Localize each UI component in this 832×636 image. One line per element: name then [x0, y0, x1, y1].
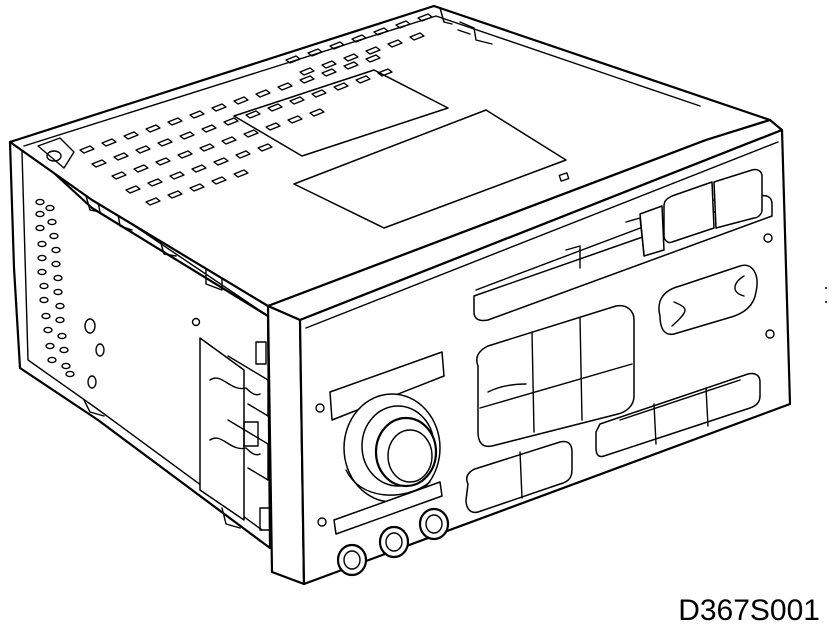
vent-slot [211, 176, 227, 185]
vent-slot [125, 185, 141, 194]
vent-slot [179, 131, 195, 140]
vent-slot [221, 136, 237, 145]
vent-slot [365, 46, 381, 55]
vent-slot [355, 75, 371, 84]
center-button-cluster [476, 304, 635, 448]
vent-slot [409, 32, 425, 41]
vent-slot [311, 89, 327, 98]
vent-slot [223, 117, 239, 126]
vent-slot [309, 108, 325, 117]
connector-bracket [199, 337, 271, 531]
vent-slot [307, 48, 323, 57]
vent-slot [233, 96, 249, 105]
vent-slot [113, 152, 129, 161]
vent-slot [377, 68, 393, 77]
vent-slot [155, 157, 171, 166]
vent-slot [177, 150, 193, 159]
volume-knob [343, 393, 441, 503]
vent-slot [133, 164, 149, 173]
vent-slot [233, 169, 249, 178]
vent-slot [147, 178, 163, 187]
vent-slot [169, 171, 185, 180]
vent-slot [255, 89, 271, 98]
vent-slot [111, 171, 127, 180]
vent-slot [299, 75, 315, 84]
vent-slot [321, 68, 337, 77]
vent-slot [333, 82, 349, 91]
vent-slot [285, 55, 301, 64]
vent-holes [35, 198, 75, 378]
vent-slot [299, 67, 315, 76]
vent-slot [201, 124, 217, 133]
chassis-side-panel [8, 138, 272, 550]
vent-slot [265, 122, 281, 131]
vent-slot [167, 117, 183, 126]
vent-slot [211, 103, 227, 112]
chassis-top-cover [8, 4, 772, 308]
arc-buttons [658, 264, 758, 336]
vent-slot [189, 110, 205, 119]
vent-slot [329, 41, 345, 50]
vent-slot [321, 60, 337, 69]
vent-slot [157, 138, 173, 147]
top-right-buttons [663, 168, 763, 244]
vent-slot [167, 190, 183, 199]
vent-slot [245, 110, 261, 119]
vent-slot [135, 145, 151, 154]
vent-slot [277, 82, 293, 91]
figure-code: D367S001 [678, 594, 820, 627]
vent-slot [373, 27, 389, 36]
vent-slot [243, 129, 259, 138]
vent-slot [351, 34, 367, 43]
vent-slot [257, 143, 273, 152]
lower-middle-buttons [465, 440, 573, 514]
vent-slot [235, 150, 251, 159]
vent-slot [145, 124, 161, 133]
vent-slot [189, 183, 205, 192]
vent-slot [343, 53, 359, 62]
vent-slot [267, 103, 283, 112]
vent-slot [91, 159, 107, 168]
lower-right-buttons [595, 372, 761, 458]
front-faceplate [266, 118, 792, 586]
vent-slot [387, 39, 403, 48]
vent-slot [191, 164, 207, 173]
vent-slot [145, 197, 161, 206]
vent-slot [287, 115, 303, 124]
knob-strip [333, 481, 443, 535]
vent-slot [395, 20, 411, 29]
vent-slot [101, 138, 117, 147]
vent-slot [199, 143, 215, 152]
vent-slot [123, 131, 139, 140]
vent-slot [213, 157, 229, 166]
vent-slot [343, 61, 359, 70]
vent-slot [289, 96, 305, 105]
vent-slot [79, 145, 95, 154]
vent-slot [365, 54, 381, 63]
top-vent-slots [79, 13, 433, 206]
vent-slot [417, 13, 433, 22]
display-window [329, 351, 445, 421]
small-round-buttons [336, 507, 450, 577]
